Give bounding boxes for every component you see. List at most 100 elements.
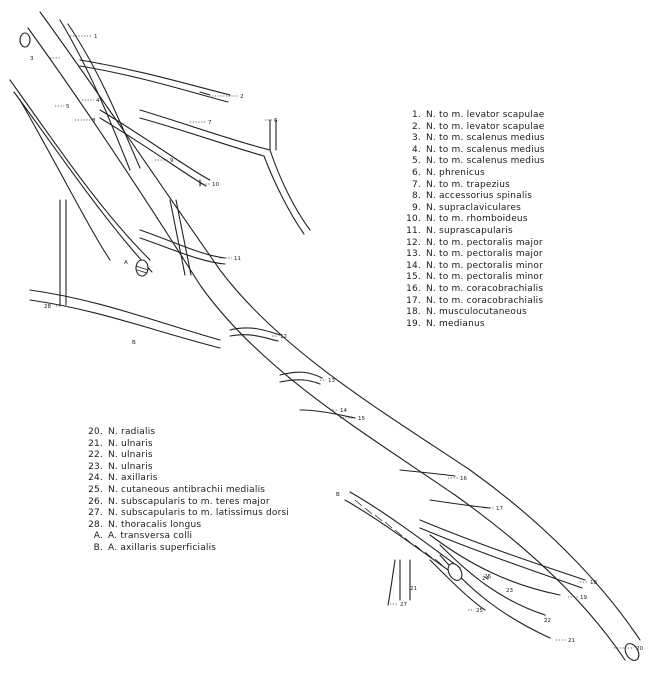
legend-item: 22. N. ulnaris [84,450,289,462]
legend-item: 9. N. supraclaviculares [402,203,545,215]
legend-text: N. to m. trapezius [426,179,511,190]
callout-26: 26 [484,574,491,580]
callout-5: 5 [66,104,70,110]
legend-text: N. to m. scalenus medius [426,133,545,144]
legend-number: 19. [406,318,421,329]
legend-text: N. thoracalis longus [108,519,202,530]
legend-item: 11.N. suprascapularis [402,226,545,238]
legend-item: 20. N. radialis [84,427,289,439]
legend-text: N. to m. pectoralis minor [426,260,544,271]
legend-item: 5.N. to m. scalenus medius [402,156,545,168]
legend-number: 14. [406,260,421,271]
legend-item: B.A. axillaris superficialis [84,543,289,555]
artery-top [19,32,31,48]
legend-item: 16. N. to m. coracobrachialis [402,284,545,296]
callout-23: 23 [506,588,513,594]
legend-text: N. supraclaviculares [426,202,521,213]
legend-text: N. musculocutaneous [426,307,527,318]
legend-number: 15. [406,272,421,283]
legend-text: N. subscapularis to m. teres major [108,496,270,507]
legend-item: 28. N. thoracalis longus [84,520,289,532]
artery-a [135,259,149,277]
legend-number: 6. [412,167,421,178]
legend-number: 22. [88,450,103,461]
legend-number: 21. [88,438,103,449]
legend-item: 27.N. subscapularis to m. latissimus dor… [84,508,289,520]
callout-22: 22 [544,618,551,624]
legend-number: 10. [406,214,421,225]
legend-number: 17. [406,295,421,306]
legend-text: N. radialis [108,427,156,437]
callout-13-upper: 13 [328,378,335,384]
legend-number: 20. [88,427,103,437]
legend-item: 26. N. subscapularis to m. teres major [84,497,289,509]
callout-21: 21 [568,638,575,644]
legend-number: 1. [412,110,421,120]
legend-item: 13. N. to m. pectoralis major [402,249,545,261]
legend-text: N. subscapularis to m. latissimus dorsi [108,508,290,519]
callout-21-lower: 21 [410,586,417,592]
legend-text: N. suprascapularis [426,225,513,236]
legend-item: A.A. transversa colli [84,531,289,543]
callout-10: 10 [212,182,219,188]
legend-number: 28. [88,519,103,530]
legend-item: 25.N. cutaneous antibrachii medialis [84,485,289,497]
legend-item: 4.N. to m. scalenus medius [402,145,545,157]
legend-text: N. ulnaris [108,450,153,461]
legend-number: B. [93,542,103,553]
legend-text: N. phrenicus [426,167,485,178]
callout-8: 8 [92,118,96,124]
legend-number: 24. [88,473,103,484]
legend-text: N. to m. levator scapulae [426,110,545,120]
legend-number: 9. [412,202,421,213]
callout-1: 1 [94,34,98,40]
callout-17: 17 [496,506,503,512]
legend-number: 23. [88,461,103,472]
callout-b: B [336,492,340,498]
callout-3: 3 [30,56,34,62]
callout-16: 16 [460,476,467,482]
legend-number: 5. [412,156,421,167]
legend-number: 26. [88,496,103,507]
legend-item: 14. N. to m. pectoralis minor [402,261,545,273]
legend-number: 7. [412,179,421,190]
legend-text: N. to m. pectoralis minor [426,272,544,283]
legend-text: N. to m. levator scapulae [426,121,545,132]
legend-item: 12.N. to m. pectoralis major [402,238,545,250]
legend-item: 15. N. to m. pectoralis minor [402,272,545,284]
legend-item: 17. N. to m. coracobrachialis [402,296,545,308]
legend-text: N. to m. pectoralis major [426,249,543,260]
callout-12: 12 [280,334,287,340]
legend-number: 16. [406,283,421,294]
callout-18: 18 [590,580,597,586]
legend-number: 4. [412,144,421,155]
callout-27: 27 [400,602,407,608]
legend-number: 13. [406,249,421,260]
callout-14: 14 [340,408,347,414]
legend-text: N. axillaris [108,473,158,484]
callouts: 1 2 7 3 4 5 8 6 9 10 11 12 13 14 15 16 1… [30,34,643,652]
upper-branches [79,59,311,276]
legend-number: 2. [412,121,421,132]
legend-text: N. to m. pectoralis major [426,237,543,248]
upper-roots [9,19,221,349]
legend-item: 6. N. phrenicus [402,168,545,180]
artery-b [344,491,463,581]
callout-28: 28 [44,304,51,310]
legend-text: N. accessorius spinalis [426,191,533,202]
callout-20: 20 [636,646,643,652]
legend-left: 20. N. radialis 21. N. ulnaris 22. N. ulnaris… [84,427,289,555]
legend-text: N. ulnaris [108,461,153,472]
callout-6: 6 [274,118,278,124]
legend-item: 24. N. axillaris [84,473,289,485]
legend-text: N. to m. coracobrachialis [426,295,544,306]
callout-4: 4 [96,98,100,104]
legend-text: N. to m. coracobrachialis [426,283,544,294]
legend-text: N. ulnaris [108,438,153,449]
callout-9: 9 [170,158,174,164]
callout-25: 25 [476,608,483,614]
legend-item: 18.N. musculocutaneous [402,307,545,319]
legend-item: 3.N. to m. scalenus medius [402,133,545,145]
legend-number: 25. [88,484,103,495]
